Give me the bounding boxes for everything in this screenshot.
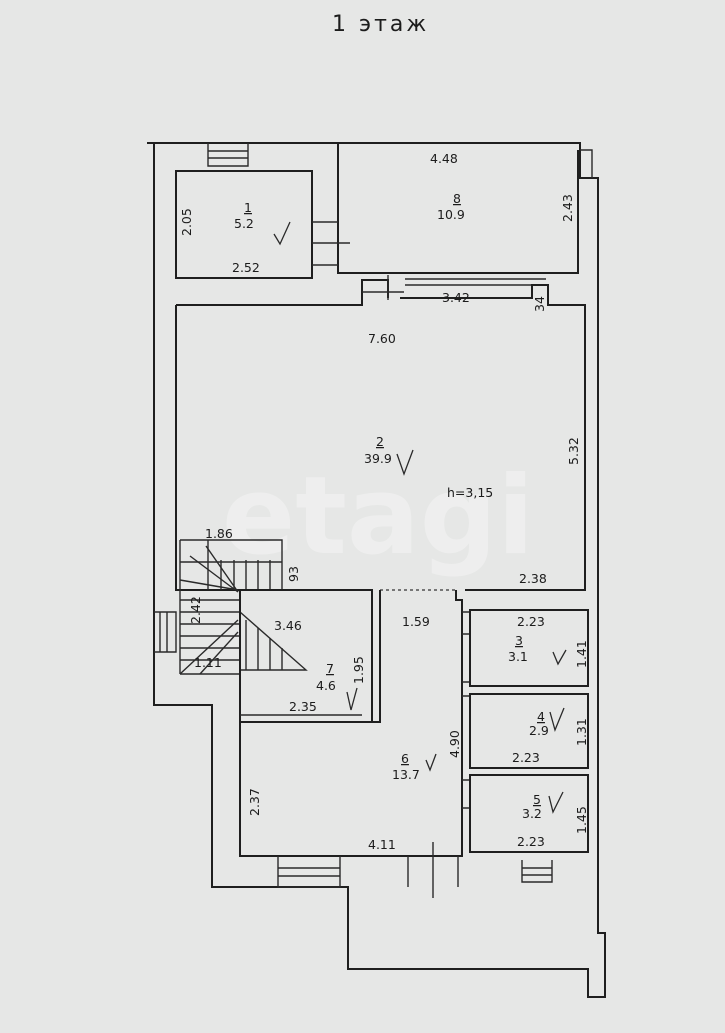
dim-room5-height: 1.45 bbox=[574, 806, 589, 834]
dimension-labels: 4.48 2.43 2.05 2.52 3.42 34 7.60 5.32 1.… bbox=[179, 151, 589, 852]
dim-corridor: 1.59 bbox=[402, 614, 430, 629]
check-mark-room-1 bbox=[273, 221, 291, 246]
dim-room2-height: 5.32 bbox=[566, 437, 581, 465]
dim-stair-side: 2.42 bbox=[188, 596, 203, 624]
watermark: etagi bbox=[222, 454, 534, 579]
room-4-area: 2.9 bbox=[529, 723, 549, 738]
dim-room6-height: 2.37 bbox=[247, 788, 262, 816]
room-8 bbox=[337, 143, 579, 286]
dim-room3-width: 2.23 bbox=[517, 614, 545, 629]
dim-room1-width: 2.52 bbox=[232, 260, 260, 275]
dim-room2-bottom: 2.38 bbox=[519, 571, 547, 586]
ceiling-height: h=3,15 bbox=[447, 485, 493, 500]
check-mark-room-4 bbox=[549, 707, 565, 733]
window-bottom-left bbox=[277, 856, 341, 888]
check-mark-room-2 bbox=[396, 449, 414, 476]
room-6-area: 13.7 bbox=[392, 767, 420, 782]
room-5 bbox=[469, 774, 589, 853]
room-5-number: 5 bbox=[533, 792, 541, 807]
dim-room4-width: 2.23 bbox=[512, 750, 540, 765]
dim-opening-width: 3.42 bbox=[442, 290, 470, 305]
check-mark-room-3 bbox=[552, 649, 567, 666]
door-bottom bbox=[407, 842, 459, 898]
room-6 bbox=[239, 590, 470, 857]
room-4 bbox=[469, 693, 589, 769]
room-1-number: 1 bbox=[244, 200, 252, 215]
room-7-number: 7 bbox=[326, 661, 334, 676]
floor-title: 1 этаж bbox=[332, 12, 429, 37]
dim-room7-width: 2.35 bbox=[289, 699, 317, 714]
dim-room3-height: 1.41 bbox=[574, 640, 589, 668]
room-1 bbox=[175, 170, 350, 279]
dim-room5-width: 2.23 bbox=[517, 834, 545, 849]
room-8-number: 8 bbox=[453, 191, 461, 206]
dim-room2-width: 7.60 bbox=[368, 331, 396, 346]
room-2-number: 2 bbox=[376, 434, 384, 449]
outer-walls bbox=[147, 142, 606, 998]
dim-room7-height: 1.95 bbox=[351, 656, 366, 684]
dim-room8-width: 4.48 bbox=[430, 151, 458, 166]
room-3-number: 3 bbox=[515, 633, 523, 648]
room-4-number: 4 bbox=[537, 709, 545, 724]
room-3-area: 3.1 bbox=[508, 649, 528, 664]
window-top bbox=[207, 143, 249, 167]
room-7-area: 4.6 bbox=[316, 678, 336, 693]
check-mark-room-6 bbox=[425, 753, 437, 772]
room-3 bbox=[469, 609, 589, 687]
dim-stair-3-46: 3.46 bbox=[274, 618, 302, 633]
dim-stair-1-11: 1.11 bbox=[194, 655, 222, 670]
room-5-area: 3.2 bbox=[522, 806, 542, 821]
check-marks bbox=[273, 221, 567, 814]
room-8-area: 10.9 bbox=[437, 207, 465, 222]
dim-room1-height: 2.05 bbox=[179, 208, 194, 236]
dim-room6-width: 4.11 bbox=[368, 837, 396, 852]
room-1-area: 5.2 bbox=[234, 216, 254, 231]
check-mark-room-5 bbox=[548, 791, 564, 814]
dim-room6-depth: 4.90 bbox=[447, 730, 462, 758]
dim-room8-height: 2.43 bbox=[560, 194, 575, 222]
room-labels: 1 5.2 8 10.9 2 39.9 h=3,15 3 3.1 4 2.9 5… bbox=[234, 191, 549, 821]
dim-stair-93: 93 bbox=[286, 566, 301, 582]
room-2-area: 39.9 bbox=[364, 451, 392, 466]
dim-stair-width: 1.86 bbox=[205, 526, 233, 541]
dim-room4-height: 1.31 bbox=[574, 718, 589, 746]
window-bottom-right bbox=[521, 860, 553, 883]
check-mark-room-7 bbox=[346, 687, 358, 711]
window-left bbox=[154, 611, 177, 653]
dim-wall-34: 34 bbox=[532, 296, 547, 312]
room-6-number: 6 bbox=[401, 751, 409, 766]
